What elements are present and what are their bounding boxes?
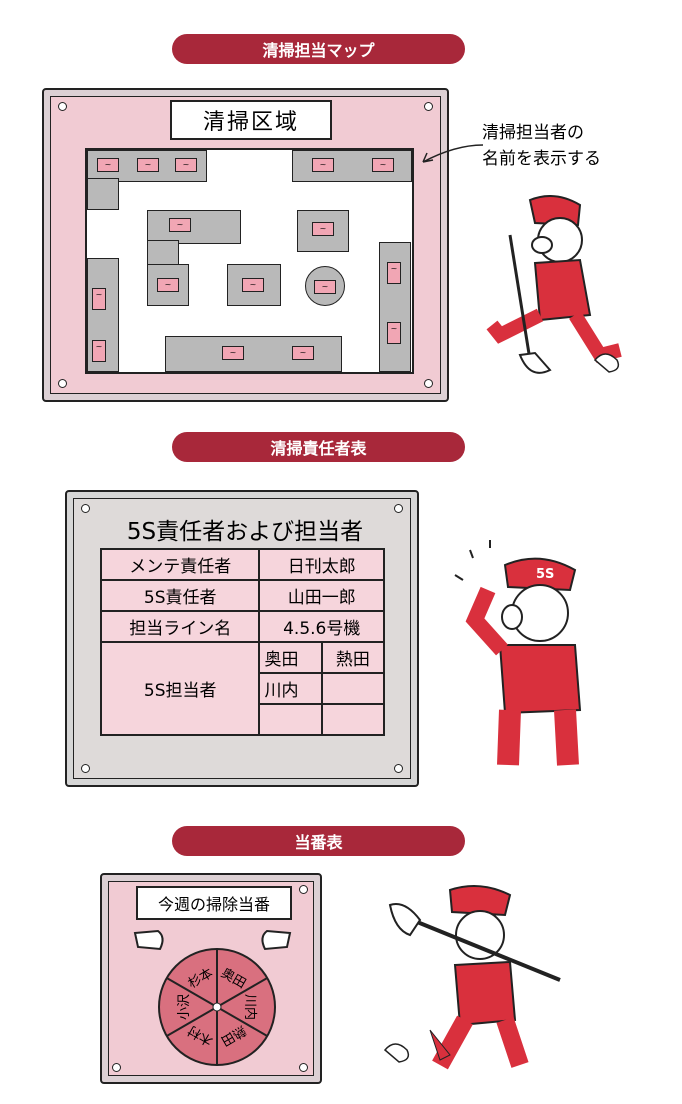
- wheel-name: 川内: [242, 994, 258, 1020]
- section-header-responsibility-table: 清掃責任者表: [172, 432, 465, 462]
- board-title: 今週の掃除当番: [136, 886, 292, 920]
- staff-cell: [320, 703, 386, 736]
- table-row: 5S担当者奥田熱田: [99, 641, 386, 736]
- wheel-pivot: [212, 1002, 222, 1012]
- wheel-divider: [216, 1006, 268, 1037]
- note-line: 名前を表示する: [482, 149, 601, 169]
- note-line: 清掃担当者の: [482, 123, 584, 143]
- row-label: 5S担当者: [99, 641, 261, 736]
- row-value: 日刊太郎: [258, 548, 385, 581]
- board-title: 5S責任者および担当者: [126, 519, 364, 545]
- staff-cell: [258, 703, 323, 736]
- sweeping-worker-illustration: [486, 195, 622, 374]
- staff-cell: [320, 672, 386, 705]
- saluting-worker-illustration: 5S: [440, 535, 605, 775]
- section-header-duty-roster: 当番表: [172, 826, 465, 856]
- staff-cell: 熱田: [320, 641, 386, 674]
- mop-carrying-worker-illustration: [383, 885, 561, 1070]
- annotation-note: 清掃担当者の 名前を表示する: [482, 120, 601, 172]
- area-map: ~~~ ~~ ~~ ~~~ ~~ ~~ ~~: [85, 148, 414, 374]
- staff-cell: 奥田: [258, 641, 323, 674]
- section-header-cleaning-map: 清掃担当マップ: [172, 34, 465, 64]
- row-label: メンテ責任者: [99, 548, 261, 581]
- wheel-divider: [166, 977, 218, 1008]
- pointing-hand-left-icon: [133, 929, 164, 951]
- table-row: 5S責任者山田一郎: [99, 579, 385, 612]
- row-value: 山田一郎: [258, 579, 385, 612]
- row-value: 4.5.6号機: [258, 610, 385, 643]
- staff-cell: 川内: [258, 672, 323, 705]
- board-title: 清掃区域: [170, 100, 332, 140]
- cap-logo: 5S: [536, 567, 555, 582]
- wheel-divider: [216, 977, 268, 1008]
- pointer-arrow-icon: [422, 144, 484, 163]
- row-label: 担当ライン名: [99, 610, 261, 643]
- row-label: 5S責任者: [99, 579, 261, 612]
- table-row: メンテ責任者日刊太郎: [99, 548, 385, 581]
- wheel-name: 小沢: [177, 994, 192, 1020]
- wheel-divider: [166, 1006, 218, 1037]
- pointing-hand-right-icon: [261, 929, 292, 951]
